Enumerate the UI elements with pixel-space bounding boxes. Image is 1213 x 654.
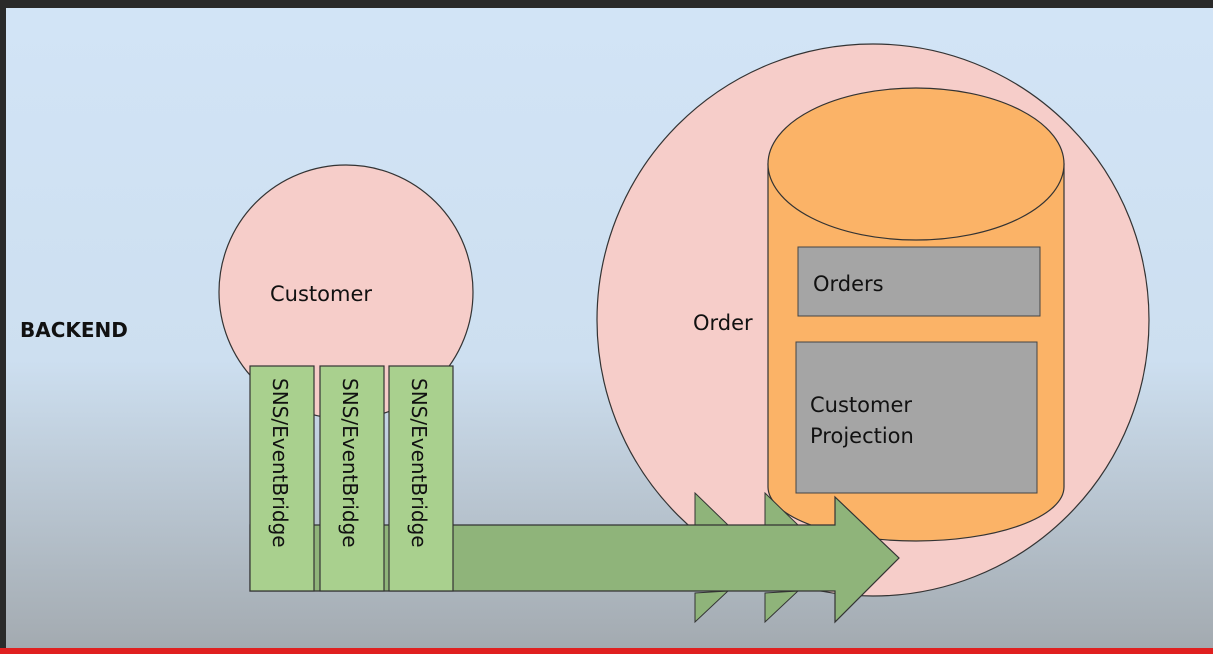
channel-1: SNS/EventBridge (249, 365, 315, 592)
projection-label-line2: Projection (810, 424, 914, 448)
channel-3: SNS/EventBridge (388, 365, 454, 592)
channel-3-label: SNS/EventBridge (407, 378, 431, 548)
channel-2: SNS/EventBridge (319, 365, 385, 592)
orders-label: Orders (813, 272, 884, 296)
progress-bar (0, 648, 1213, 654)
top-frame-bar (0, 0, 1213, 8)
orders-table-box (797, 246, 1041, 317)
customer-projection-box (795, 341, 1038, 494)
channel-1-label: SNS/EventBridge (268, 378, 292, 548)
channel-2-label: SNS/EventBridge (338, 378, 362, 548)
projection-label-line1: Customer (810, 393, 912, 417)
customer-label: Customer (270, 282, 372, 306)
backend-label: BACKEND (20, 318, 128, 342)
order-label: Order (693, 311, 753, 335)
